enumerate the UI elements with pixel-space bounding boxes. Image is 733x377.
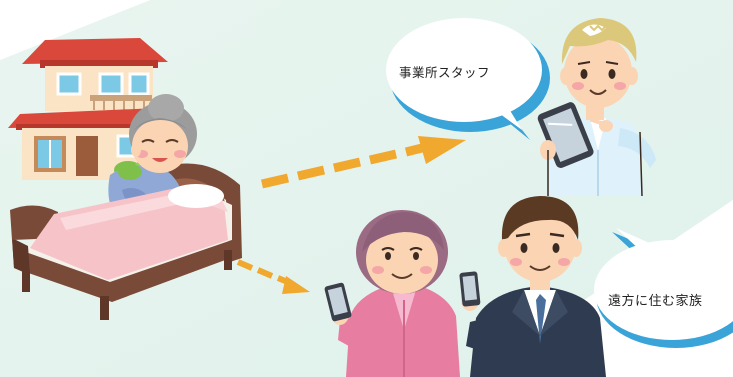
staff-speech-bubble bbox=[386, 18, 550, 140]
staff-bubble-label: 事業所スタッフ bbox=[399, 65, 491, 80]
family-bubble-label: 遠方に住む家族 bbox=[608, 294, 703, 309]
arrow-to-staff bbox=[260, 136, 466, 189]
arrow-to-family bbox=[236, 259, 310, 294]
smartphone-icon bbox=[459, 271, 481, 307]
staff-member bbox=[537, 18, 656, 197]
bed-with-elderly-woman bbox=[10, 94, 242, 320]
family-woman bbox=[324, 210, 460, 377]
family-speech-bubble bbox=[594, 228, 733, 348]
smartphone-icon bbox=[324, 282, 352, 322]
family-man bbox=[459, 196, 606, 377]
